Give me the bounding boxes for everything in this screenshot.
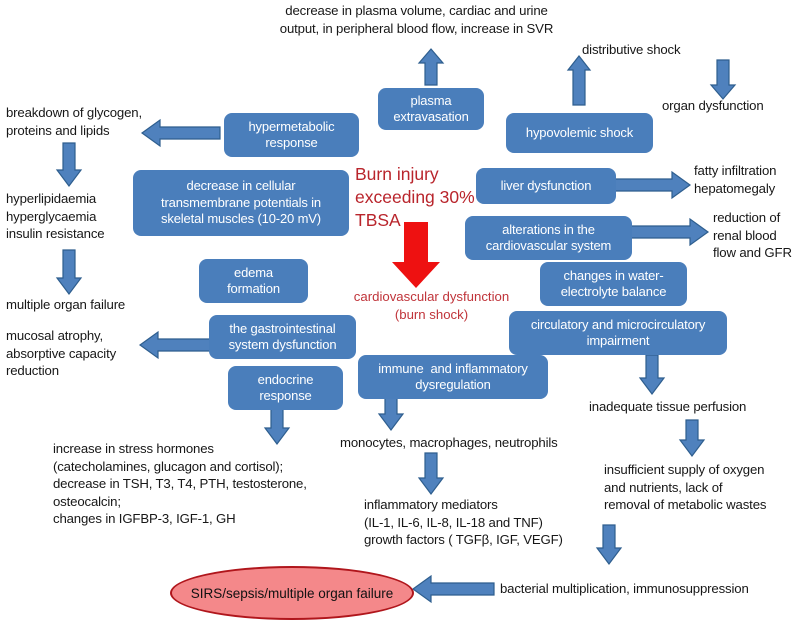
text-distributive-shock: distributive shock <box>582 42 681 57</box>
arrow-left-to-mucosal-atrophy <box>138 330 214 360</box>
arrow-down-to-organ-dysfunction <box>709 59 737 100</box>
box-changes-water-electrolyte-balance[interactable]: changes in water- electrolyte balance <box>540 262 687 306</box>
cardiovascular-dysfunction-label: cardiovascular dysfunction (burn shock) <box>353 289 510 322</box>
arrow-left-to-breakdown-glycogen <box>140 118 221 148</box>
box-hypovolemic-shock[interactable]: hypovolemic shock <box>506 113 653 153</box>
text-insufficient-supply-oxygen: insufficient supply of oxygen and nutrie… <box>604 462 767 512</box>
text-multiple-organ-failure: multiple organ failure <box>6 297 126 312</box>
burn-injury-trigger-label: Burn injury exceeding 30% TBSA <box>355 164 475 230</box>
arrow-down-to-monocytes <box>377 397 405 431</box>
text-monocytes-macrophages: monocytes, macrophages, neutrophils <box>340 435 558 450</box>
arrow-down-to-insufficient-supply <box>678 419 706 457</box>
arrow-up-to-distributive-shock <box>566 55 592 106</box>
box-plasma-extravasation[interactable]: plasma extravasation <box>378 88 484 130</box>
arrow-right-to-fatty-infiltration <box>613 170 692 200</box>
text-increase-stress-hormones: increase in stress hormones (catecholami… <box>53 441 307 526</box>
arrow-down-to-increase-stress-hormones <box>263 407 291 445</box>
arrow-right-to-reduction-renal-blood-flow <box>629 217 710 247</box>
box-alterations-cardiovascular-system[interactable]: alterations in the cardiovascular system <box>465 216 632 260</box>
box-endocrine-response[interactable]: endocrine response <box>228 366 343 410</box>
box-liver-dysfunction[interactable]: liver dysfunction <box>476 168 616 204</box>
text-reduction-renal-blood-flow: reduction of renal blood flow and GFR <box>713 210 792 260</box>
box-immune-inflammatory-dysregulation[interactable]: immune and inflammatory dysregulation <box>358 355 548 399</box>
sirs-sepsis-mof-oval[interactable]: SIRS/sepsis/multiple organ failure <box>170 566 414 620</box>
text-bacterial-multiplication: bacterial multiplication, immunosuppress… <box>500 581 749 596</box>
text-inflammatory-mediators: inflammatory mediators (IL-1, IL-6, IL-8… <box>364 497 563 547</box>
text-decrease-plasma-volume: decrease in plasma volume, cardiac and u… <box>279 3 554 36</box>
arrow-down-to-hyperlipidaemia <box>55 142 83 187</box>
text-mucosal-atrophy: mucosal atrophy, absorptive capacity red… <box>6 328 117 378</box>
text-hyperlipidaemia: hyperlipidaemia hyperglycaemia insulin r… <box>6 191 105 241</box>
arrow-down-to-bacterial-multiplication <box>595 524 623 565</box>
arrow-left-to-sirs <box>411 574 495 604</box>
text-breakdown-of-glycogen: breakdown of glycogen, proteins and lipi… <box>6 105 142 138</box>
arrow-up-to-decrease-plasma-volume <box>417 48 445 86</box>
text-fatty-infiltration: fatty infiltration hepatomegaly <box>694 163 777 196</box>
arrow-down-to-inflammatory-mediators <box>417 452 445 495</box>
text-inadequate-tissue-perfusion: inadequate tissue perfusion <box>589 399 747 414</box>
text-organ-dysfunction: organ dysfunction <box>662 98 764 113</box>
arrow-down-to-inadequate-tissue-perfusion <box>638 354 666 395</box>
box-hypermetabolic-response[interactable]: hypermetabolic response <box>224 113 359 157</box>
arrow-down-to-multiple-organ-failure <box>55 249 83 295</box>
box-gastrointestinal-system-dysfunction[interactable]: the gastrointestinal system dysfunction <box>209 315 356 359</box>
box-circulatory-microcirculatory-impairment[interactable]: circulatory and microcirculatory impairm… <box>509 311 727 355</box>
box-decrease-cellular-transmembrane[interactable]: decrease in cellular transmembrane poten… <box>133 170 349 236</box>
box-edema-formation[interactable]: edema formation <box>199 259 308 303</box>
